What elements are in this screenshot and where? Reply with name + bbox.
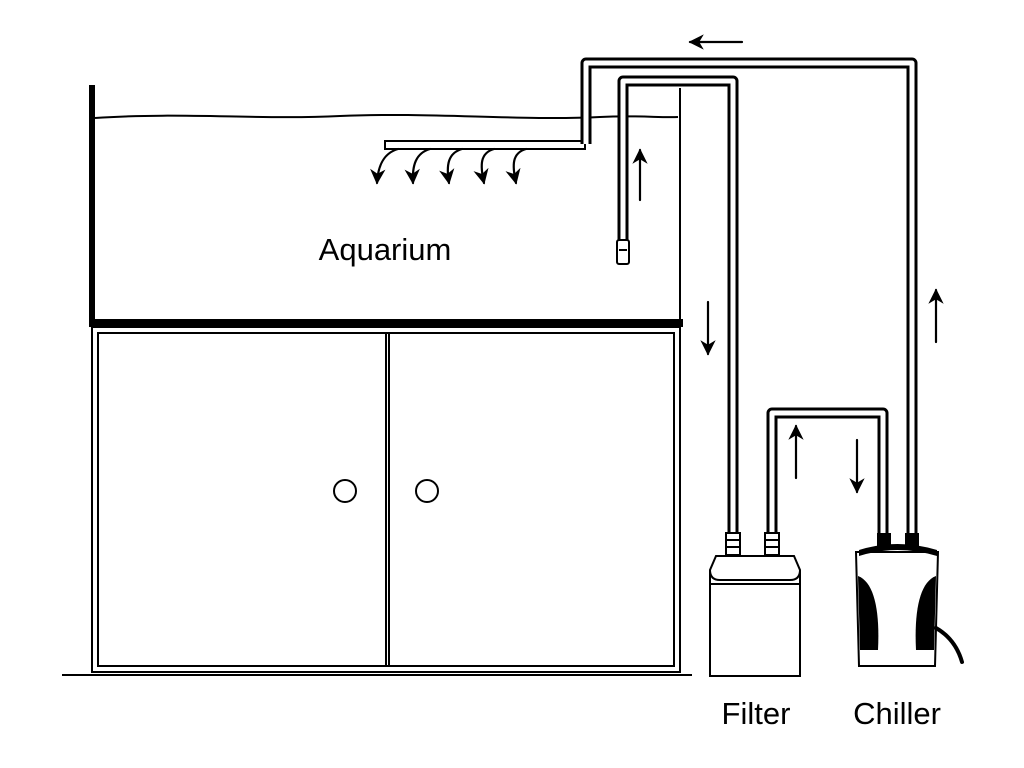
left-door-knob xyxy=(333,479,357,503)
aquarium-label: Aquarium xyxy=(319,232,452,267)
filter-label: Filter xyxy=(722,696,791,731)
cabinet-stand xyxy=(62,326,692,676)
chiller-label: Chiller xyxy=(853,696,941,731)
pipes xyxy=(580,57,918,535)
chiller-unit xyxy=(854,533,964,667)
filter-canister xyxy=(709,532,801,677)
aquarium-tank xyxy=(89,85,683,327)
tank-base-rim xyxy=(89,319,683,327)
intake-strainer xyxy=(616,239,630,265)
flow-arrows xyxy=(632,34,944,494)
spray-bar xyxy=(370,140,586,185)
right-door-knob xyxy=(415,479,439,503)
power-cord xyxy=(934,626,964,664)
